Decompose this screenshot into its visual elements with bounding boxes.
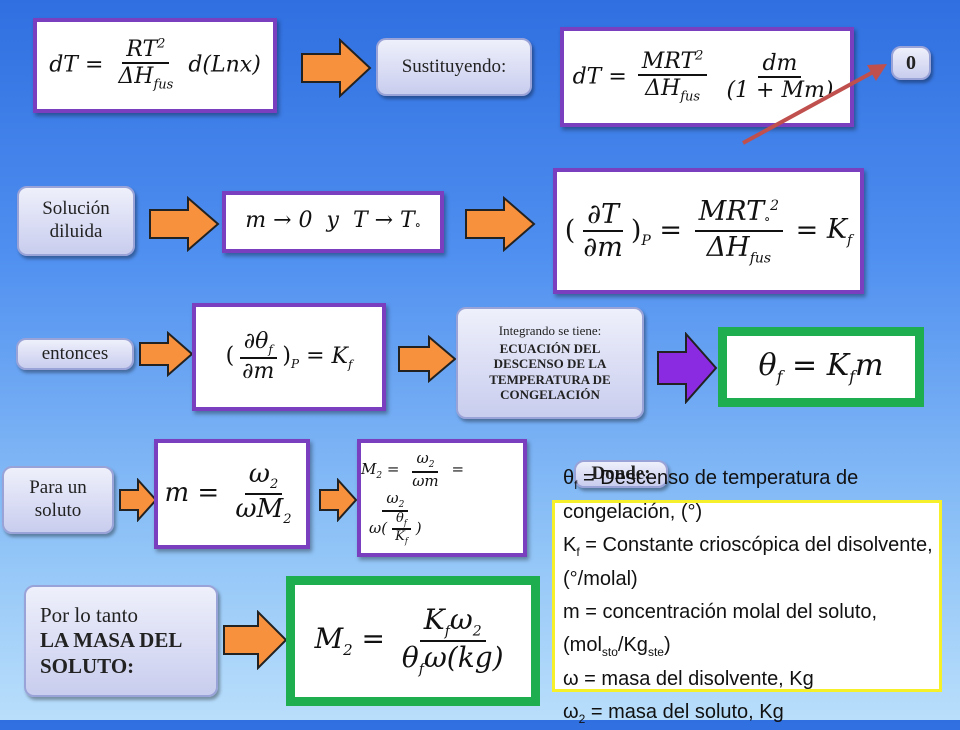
- definition-part: /Kg: [617, 634, 648, 656]
- arrow-right-icon: [319, 478, 358, 522]
- definition-row: m = concentración molal del soluto, (mol…: [563, 596, 939, 663]
- arrow-right-icon: [119, 478, 158, 522]
- definition-row: ω = masa del disolvente, Kg: [563, 663, 939, 696]
- sustituyendo-label: Sustituyendo:: [376, 38, 532, 96]
- definition-subscript: 2: [578, 711, 586, 726]
- arrow-right-icon: [223, 610, 288, 670]
- definition-subscript: f: [574, 478, 578, 493]
- integrando-line1: Integrando se tiene:: [498, 323, 602, 339]
- definition-row: ω2 = masa del soluto, Kg: [563, 696, 939, 730]
- arrow-right-icon: [301, 38, 372, 98]
- equation-inner: θf = Kfm: [727, 336, 915, 398]
- definition-subscript: f: [576, 545, 580, 560]
- definition-text: = Constante crioscópica del disolvente, …: [563, 534, 933, 590]
- purple-arrow-right-icon: [657, 332, 718, 404]
- solucion-diluida-label: Solución diluida: [17, 186, 135, 256]
- definition-row: θf = Descenso de temperatura de congelac…: [563, 462, 939, 529]
- arrow-right-icon: [398, 335, 457, 383]
- definition-text: = masa del soluto, Kg: [585, 700, 784, 723]
- equation-theta-derivative: (∂θf∂m)P = Kf: [192, 303, 386, 411]
- definition-text: = masa del disolvente, Kg: [578, 667, 814, 690]
- definition-part: ste: [647, 645, 664, 659]
- definition-symbol: ω: [563, 667, 579, 690]
- definition-symbol: θ: [563, 467, 575, 490]
- definition-text: = Descenso de temperatura de congelación…: [563, 467, 859, 524]
- para-un-soluto-label: Para un soluto: [2, 466, 114, 534]
- definition-symbol: ω: [563, 700, 579, 723]
- donde-label: Donde:: [574, 460, 668, 488]
- definition-text: = concentración molal del soluto, (mol: [563, 601, 878, 656]
- arrow-right-icon: [139, 331, 194, 377]
- arrow-right-icon: [149, 196, 220, 252]
- integrando-line2: ECUACIÓN DEL DESCENSO DE LA TEMPERATURA …: [489, 340, 611, 403]
- integrando-label: Integrando se tiene: ECUACIÓN DEL DESCEN…: [456, 307, 644, 419]
- definitions-list: θf = Descenso de temperatura de congelac…: [555, 462, 939, 729]
- definition-row: Kf = Constante crioscópica del disolvent…: [563, 529, 939, 596]
- arrow-right-icon: [465, 196, 536, 252]
- definitions-box: θf = Descenso de temperatura de congelac…: [552, 467, 942, 726]
- zero-label: 0: [891, 46, 931, 80]
- equation-limit: m → 0 y T → T°: [222, 191, 444, 253]
- entonces-label: entonces: [16, 338, 134, 370]
- por-lo-tanto-text: Por lo tanto: [40, 603, 138, 628]
- pointer-arrow-icon: [742, 64, 887, 145]
- definition-symbol: m: [563, 601, 580, 623]
- definition-part: sto: [601, 645, 618, 659]
- definition-symbol: K: [563, 534, 577, 557]
- masa-soluto-text: LA MASA DEL SOLUTO:: [40, 628, 182, 678]
- definition-part: ): [663, 634, 671, 656]
- equation-theta-Kf-m: θf = Kfm: [718, 327, 924, 407]
- por-lo-tanto-label: Por lo tanto LA MASA DEL SOLUTO:: [24, 585, 218, 697]
